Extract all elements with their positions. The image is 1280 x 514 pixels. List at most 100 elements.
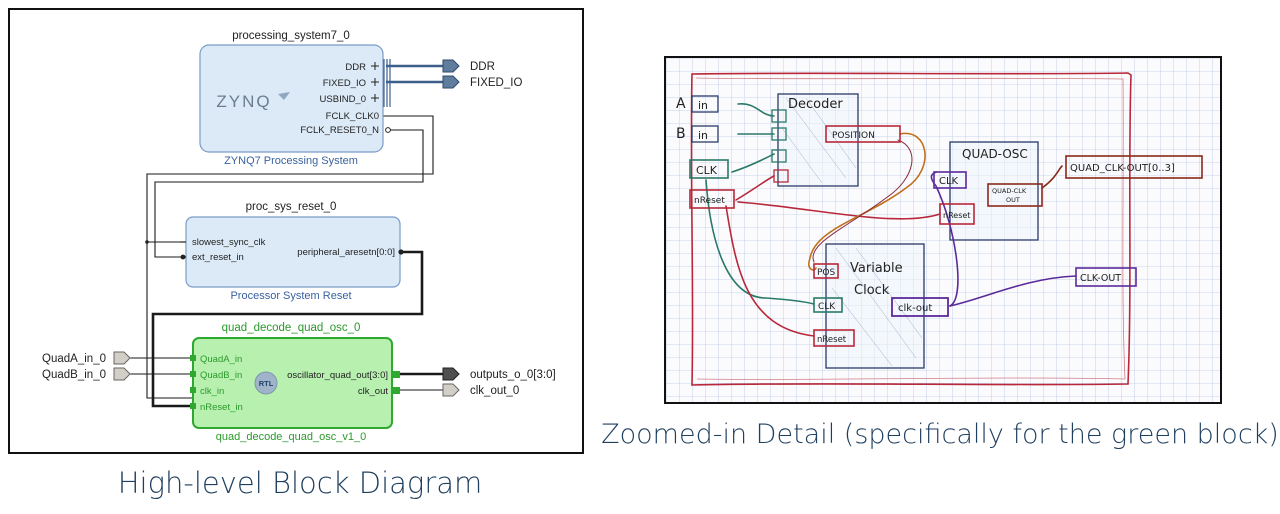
nreset-input-label: nReset xyxy=(694,196,725,206)
wire-a xyxy=(737,103,775,117)
pos-pin-box xyxy=(813,263,839,279)
wire-clk-variable xyxy=(705,179,815,305)
sketch-svg: Decoder QUAD-OSC Variable Clock A in B i… xyxy=(666,58,1220,402)
zynq-subtitle: ZYNQ7 Processing System xyxy=(224,155,358,167)
port-ddr: DDR xyxy=(345,62,366,73)
port-quada-in: QuadA_in xyxy=(200,354,242,365)
port-quadb-in: QuadB_in xyxy=(200,370,242,381)
external-fixed-io[interactable]: FIXED_IO xyxy=(442,75,522,89)
zynq-block[interactable]: processing_system7_0 ZYNQ ZYNQ7 Processi… xyxy=(199,30,391,167)
vclk-pin-box xyxy=(813,297,843,313)
output-port-arrow-icon xyxy=(442,367,460,381)
port-fixed-io: FIXED_IO xyxy=(323,78,366,89)
expand-plus-icon[interactable] xyxy=(371,94,379,102)
quad-clk-out-pin-label-1: QUAD-CLK xyxy=(992,187,1027,195)
quad-instance-name: quad_decode_quad_osc_0 xyxy=(222,322,361,334)
wire-nreset-variable xyxy=(725,205,815,337)
interface-buses xyxy=(386,64,443,84)
port-ext-reset-in: ext_reset_in xyxy=(192,252,244,263)
graph-paper-grid xyxy=(666,58,1220,402)
clock-net-wire xyxy=(146,115,434,399)
b-input-label: B xyxy=(676,126,686,142)
vnreset-pin-label: nReset xyxy=(817,335,847,345)
nreset-input-box xyxy=(689,189,735,209)
external-outputs[interactable]: outputs_o_0[3:0] xyxy=(442,367,556,381)
quad-clk-out-external-box xyxy=(1065,155,1203,179)
variable-label: Variable xyxy=(850,261,903,276)
expand-plus-icon[interactable] xyxy=(371,78,379,86)
decoder-label: Decoder xyxy=(788,97,843,112)
port-clk-in: clk_in xyxy=(200,386,224,397)
zynq-logo: ZYNQ xyxy=(216,92,271,111)
clk-input-label: CLK xyxy=(696,164,718,177)
block-diagram-caption: High-level Block Diagram xyxy=(117,466,483,500)
clock-label: Clock xyxy=(854,283,890,298)
input-port-arrow-icon xyxy=(113,367,131,381)
ddr-port-label: DDR xyxy=(470,61,495,73)
decoder-block xyxy=(777,93,859,187)
wire-clkout-osc xyxy=(930,171,959,307)
reset-net-wire xyxy=(154,129,424,258)
external-quada[interactable]: QuadA_in_0 xyxy=(42,351,131,365)
clk-out-external-box xyxy=(1075,267,1137,287)
port-oscillator-quad-out: oscillator_quad_out[3:0] xyxy=(287,370,388,381)
sketch-panel: Decoder QUAD-OSC Variable Clock A in B i… xyxy=(664,56,1222,404)
wire-quad-out xyxy=(1041,165,1063,189)
reset-instance-name: proc_sys_reset_0 xyxy=(246,201,337,213)
port-nreset-in: nReset_in xyxy=(200,402,243,413)
port-fclk-clk0: FCLK_CLK0 xyxy=(326,111,379,122)
quad-clk-out-pin-box xyxy=(987,183,1043,207)
block-diagram-panel: processing_system7_0 ZYNQ ZYNQ7 Processi… xyxy=(8,8,584,454)
reset-block[interactable]: proc_sys_reset_0 Processor System Reset … xyxy=(145,201,404,302)
quad-subtitle: quad_decode_quad_osc_v1_0 xyxy=(216,431,366,443)
port-usbind: USBIND_0 xyxy=(320,94,366,105)
expand-plus-icon[interactable] xyxy=(371,62,379,70)
block-diagram-svg: processing_system7_0 ZYNQ ZYNQ7 Processi… xyxy=(42,30,556,443)
port-peripheral-aresetn: peripheral_aresetn[0:0] xyxy=(297,247,395,258)
wire-position-pos-2 xyxy=(812,139,913,263)
position-box xyxy=(825,125,901,143)
zynq-block-body[interactable] xyxy=(199,44,384,153)
zynq-instance-name: processing_system7_0 xyxy=(232,30,350,42)
sketch-caption: Zoomed-in Detail (specifically for the g… xyxy=(601,419,1279,450)
ddr-port-arrow-icon xyxy=(442,59,460,73)
peripheral-aresetn-wire xyxy=(151,250,424,408)
reset-bubble-icon xyxy=(385,127,391,133)
outer-boundary xyxy=(690,72,1132,386)
clk-out-pin-label: clk-out xyxy=(898,303,932,314)
clk-out-port-label: clk_out_0 xyxy=(470,385,519,397)
vnreset-pin-box xyxy=(813,329,855,347)
reset-in-bubble-icon xyxy=(180,254,186,260)
outputs-port-label: outputs_o_0[3:0] xyxy=(470,369,556,381)
clk-out-pin-box xyxy=(891,297,949,317)
external-quadb[interactable]: QuadB_in_0 xyxy=(42,367,131,381)
b-input-box xyxy=(691,125,719,143)
decoder-reset-pin xyxy=(773,169,789,183)
external-ddr[interactable]: DDR xyxy=(442,59,495,73)
pos-pin-label: POS xyxy=(817,268,836,278)
wire-nreset-osc xyxy=(737,201,941,220)
vclk-pin-label: CLK xyxy=(818,302,836,312)
variable-clock-block xyxy=(825,243,925,369)
quad-block-body[interactable] xyxy=(192,337,393,429)
quad-block[interactable]: quad_decode_quad_osc_0 quad_decode_quad_… xyxy=(190,322,400,443)
wires xyxy=(130,115,443,399)
fixed-io-port-arrow-icon xyxy=(442,75,460,89)
osc-nreset-box xyxy=(939,203,975,225)
port-clk-out: clk_out xyxy=(358,386,388,397)
external-clk-out[interactable]: clk_out_0 xyxy=(442,383,519,397)
wire-nreset-decoder xyxy=(735,175,775,201)
quad-clk-out-external-label: QUAD_CLK-OUT[0..3] xyxy=(1070,163,1175,174)
input-port-arrow-icon xyxy=(113,351,131,365)
net-junction-icon xyxy=(145,240,149,244)
quada-port-label: QuadA_in_0 xyxy=(42,353,106,365)
osc-nreset-label: nReset xyxy=(943,211,970,220)
osc-clk-label: CLK xyxy=(939,176,959,187)
quadb-port-label: QuadB_in_0 xyxy=(42,369,106,381)
expand-plus-icons[interactable] xyxy=(371,62,379,102)
port-slowest-sync-clk: slowest_sync_clk xyxy=(192,237,266,248)
quad-osc-label: QUAD-OSC xyxy=(962,147,1028,161)
clk-input-box xyxy=(689,159,729,179)
clk-out-external-label: CLK-OUT xyxy=(1080,273,1121,284)
port-pins xyxy=(190,355,400,409)
